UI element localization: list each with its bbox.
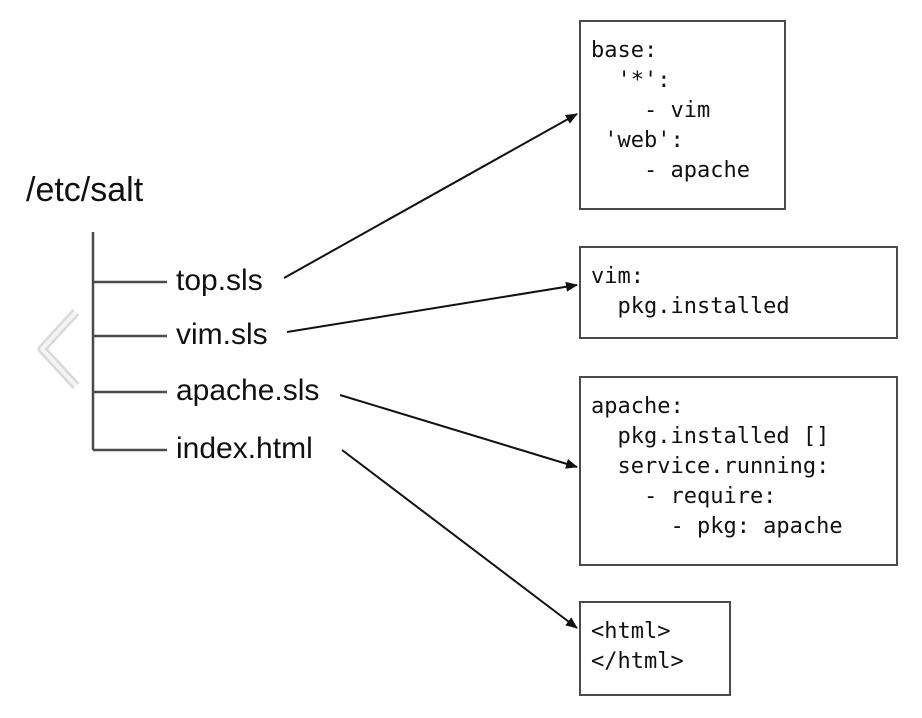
file-vim-sls: vim.sls: [176, 318, 268, 351]
file-apache-sls: apache.sls: [176, 374, 320, 407]
arrow-top-to-box: [283, 113, 578, 279]
code-box-top: base: '*': - vim 'web': - apache: [579, 20, 786, 210]
chevron-left-icon[interactable]: [30, 304, 90, 394]
root-directory-label: /etc/salt: [26, 171, 144, 209]
code-apache-contents: apache: pkg.installed [] service.running…: [591, 394, 843, 539]
file-top-sls: top.sls: [176, 264, 263, 297]
code-vim-contents: vim: pkg.installed: [591, 264, 790, 319]
code-box-index: <html> </html>: [579, 601, 731, 696]
file-index-html: index.html: [176, 432, 313, 465]
code-box-apache: apache: pkg.installed [] service.running…: [579, 376, 898, 566]
arrow-vim-to-box: [286, 281, 578, 333]
code-top-contents: base: '*': - vim 'web': - apache: [591, 38, 750, 183]
arrow-index-to-box: [341, 449, 578, 629]
code-box-vim: vim: pkg.installed: [579, 246, 898, 339]
code-index-contents: <html> </html>: [591, 619, 684, 674]
arrow-apache-to-box: [339, 394, 578, 469]
